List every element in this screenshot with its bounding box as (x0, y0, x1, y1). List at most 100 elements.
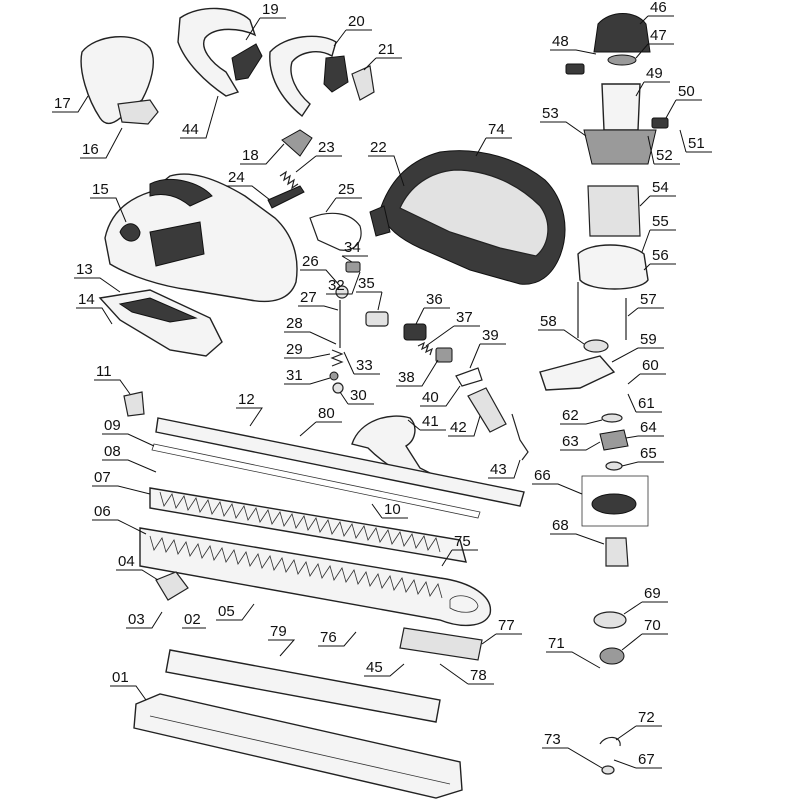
callout-18: 18 (242, 147, 259, 164)
callout-20: 20 (348, 13, 365, 30)
callout-labels: 01 02 03 04 05 06 07 08 09 10 11 12 (52, 0, 712, 769)
part-20-handle-bow-end (323, 55, 349, 93)
part-46-fan-cap (593, 13, 651, 53)
part-65-washer (605, 461, 623, 471)
callout-01: 01 (112, 669, 129, 686)
part-23-spring (279, 170, 299, 190)
part-26-washer (335, 285, 349, 299)
callout-80: 80 (318, 405, 335, 422)
part-31-nut (329, 371, 339, 381)
callout-58: 58 (540, 313, 557, 330)
callout-14: 14 (78, 291, 95, 308)
callout-64: 64 (640, 419, 657, 436)
callout-36: 36 (426, 291, 443, 308)
part-14-cover-insert (118, 297, 198, 323)
part-37-spring (417, 341, 434, 356)
callout-34: 34 (344, 239, 361, 256)
callout-26: 26 (302, 253, 319, 270)
part-20-handle-bow (269, 35, 337, 118)
part-19-front-handle (177, 7, 257, 97)
callout-29: 29 (286, 341, 303, 358)
callout-63: 63 (562, 433, 579, 450)
callout-02: 02 (184, 611, 201, 628)
part-19-front-handle-grip (231, 43, 263, 81)
callout-41: 41 (422, 413, 439, 430)
callout-78: 78 (470, 667, 487, 684)
part-06-teeth (149, 535, 443, 599)
callout-44: 44 (182, 121, 199, 138)
callout-19: 19 (262, 1, 279, 18)
part-68-spring (605, 537, 629, 567)
callout-42: 42 (450, 419, 467, 436)
callout-43: 43 (490, 461, 507, 478)
callout-51: 51 (688, 135, 705, 152)
part-50-brush (651, 117, 669, 129)
part-06-slot (449, 595, 479, 613)
callout-17: 17 (54, 95, 71, 112)
callout-60: 60 (642, 357, 659, 374)
callout-24: 24 (228, 169, 245, 186)
part-28-spring (330, 349, 344, 367)
callout-67: 67 (638, 751, 655, 768)
callout-74: 74 (488, 121, 505, 138)
callout-11: 11 (96, 363, 112, 380)
callout-56: 56 (652, 247, 669, 264)
callout-22: 22 (370, 139, 387, 156)
part-53-armature (601, 83, 641, 131)
part-24-pin (267, 185, 305, 209)
callout-73: 73 (544, 731, 561, 748)
callout-21: 21 (378, 41, 395, 58)
callout-32: 32 (328, 277, 345, 294)
callout-03: 03 (128, 611, 145, 628)
part-42-shaft (467, 387, 507, 433)
part-22-housing-inner (399, 169, 549, 257)
callout-69: 69 (644, 585, 661, 602)
part-62-washer (601, 413, 623, 423)
part-54-stator (587, 185, 641, 237)
callout-28: 28 (286, 315, 303, 332)
part-73-washer (601, 765, 615, 775)
part-07-teeth (159, 491, 441, 553)
part-30-washer (332, 382, 344, 394)
callout-54: 54 (652, 179, 669, 196)
callout-13: 13 (76, 261, 93, 278)
callout-05: 05 (218, 603, 235, 620)
callout-71: 71 (548, 635, 565, 652)
callout-57: 57 (640, 291, 657, 308)
part-16-guard-bracket (117, 99, 159, 125)
part-38-holder (435, 347, 453, 363)
callout-77: 77 (498, 617, 515, 634)
callout-07: 07 (94, 469, 111, 486)
part-04-bracket (155, 571, 189, 601)
callout-40: 40 (422, 389, 439, 406)
callout-61: 61 (638, 395, 655, 412)
callout-70: 70 (644, 617, 661, 634)
callout-53: 53 (542, 105, 559, 122)
callout-79: 79 (270, 623, 287, 640)
part-22-housing-flange (369, 205, 391, 237)
part-drawings (80, 7, 669, 799)
part-41-hand-guard-bow (351, 415, 442, 487)
part-15-housing-grip (149, 179, 213, 207)
part-53-fan (583, 129, 657, 165)
part-18-switch-lever (281, 129, 313, 157)
part-63-gear (599, 429, 629, 451)
part-07-upper-blade (149, 487, 467, 563)
callout-39: 39 (482, 327, 499, 344)
part-79-blade-guard (165, 649, 441, 723)
part-21-clamp (351, 65, 375, 101)
callout-68: 68 (552, 517, 569, 534)
callout-45: 45 (366, 659, 383, 676)
callout-52: 52 (656, 147, 673, 164)
part-09-spacer-bar (151, 443, 481, 519)
callout-46: 46 (650, 0, 667, 16)
callout-06: 06 (94, 503, 111, 520)
callout-50: 50 (678, 83, 695, 100)
part-72-clip (599, 736, 621, 747)
part-34-nut (345, 261, 361, 273)
callout-09: 09 (104, 417, 121, 434)
callout-48: 48 (552, 33, 569, 50)
part-01-sheath-edge (149, 715, 451, 785)
callout-25: 25 (338, 181, 355, 198)
